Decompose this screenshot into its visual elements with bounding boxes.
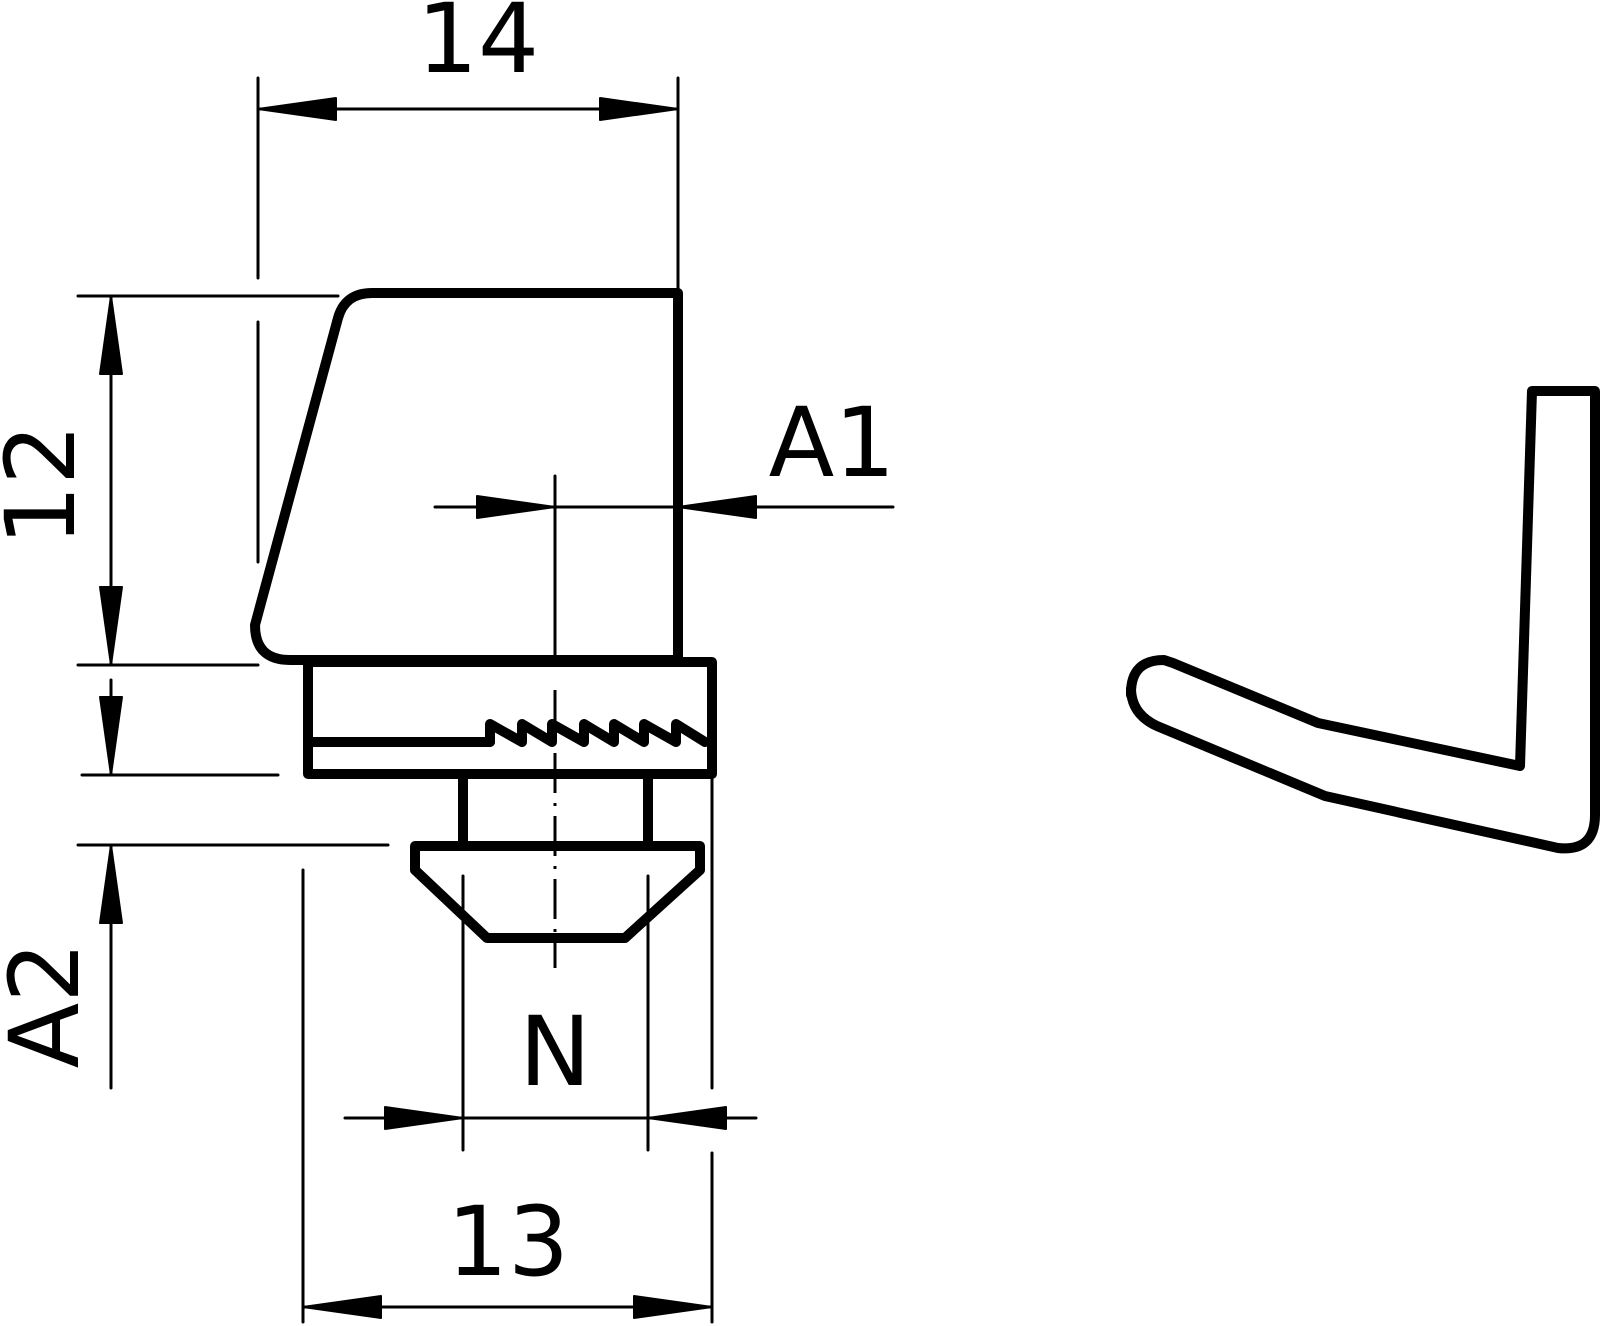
threaded-collar (303, 657, 717, 779)
arrow-n-left (384, 1106, 464, 1130)
dimension-a1: A1 (433, 387, 896, 519)
handle-profile (1126, 386, 1600, 854)
dim-label-n: N (519, 996, 591, 1108)
arrow-a2-bottom (99, 844, 123, 924)
dim-label-a2: A2 (0, 942, 101, 1069)
knob-body (250, 288, 683, 665)
arrow-13-right (633, 1295, 713, 1319)
dimension-14: 14 (256, 0, 680, 564)
dimension-a2: A2 (0, 678, 390, 1090)
foot-outline (410, 841, 705, 943)
arrow-14-right (599, 97, 679, 121)
arrow-a1-left (476, 495, 556, 519)
arrow-n-right (647, 1106, 727, 1130)
thread-teeth (485, 719, 710, 747)
dimension-13: 13 (301, 774, 714, 1324)
dimension-n: N (343, 874, 758, 1152)
dim-label-12: 12 (0, 424, 97, 546)
arrow-12-bottom (99, 586, 123, 666)
collar-outline (303, 657, 717, 779)
arrow-14-left (257, 97, 337, 121)
dim-label-13: 13 (447, 1186, 569, 1298)
arrow-12-top (99, 295, 123, 375)
dim-label-14: 14 (417, 0, 539, 95)
knob-head-outline (250, 288, 683, 665)
arrow-a1-right (677, 495, 757, 519)
arrow-a2-top (99, 696, 123, 776)
dimension-12: 12 (0, 294, 340, 667)
stem-and-foot (410, 690, 705, 968)
arrow-13-left (302, 1295, 382, 1319)
dim-label-a1: A1 (769, 387, 896, 499)
handle-outline (1126, 386, 1600, 854)
